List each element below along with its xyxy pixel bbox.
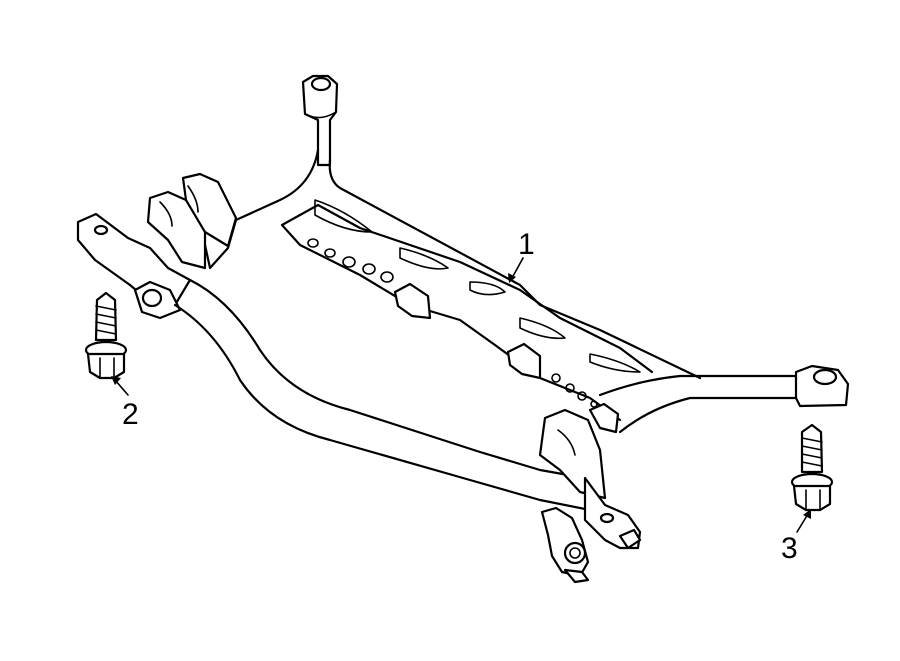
arrowhead-3	[803, 509, 811, 519]
callout-3: 3	[781, 532, 798, 565]
left-mount-bracket	[146, 172, 238, 270]
leader-2	[114, 379, 129, 396]
callout-1: 1	[518, 228, 535, 261]
left-lower-rail	[173, 278, 634, 524]
right-rail-end	[583, 476, 642, 550]
right-rear-mount-bracket	[538, 408, 607, 500]
leader-3	[796, 513, 809, 533]
panel-holes	[307, 199, 641, 408]
arrowhead-2	[111, 376, 121, 385]
arrowhead-1	[508, 273, 516, 283]
bolt-left	[84, 291, 128, 380]
leader-1	[511, 257, 524, 279]
lower-hanging-bracket	[540, 506, 590, 584]
central-panel	[280, 203, 654, 422]
rear-subframe	[76, 74, 850, 584]
leader-lines	[111, 257, 811, 533]
rear-mount-tower	[301, 74, 339, 167]
right-front-mount	[794, 364, 850, 408]
rear-crossmember-outline	[203, 148, 702, 380]
left-front-rail-end	[76, 212, 192, 307]
mid-brackets	[393, 282, 620, 434]
bolt-right	[790, 423, 834, 512]
callout-2: 2	[122, 398, 139, 431]
left-bushing	[133, 280, 182, 320]
front-crosstube	[598, 374, 802, 434]
rail-hole	[93, 224, 109, 236]
